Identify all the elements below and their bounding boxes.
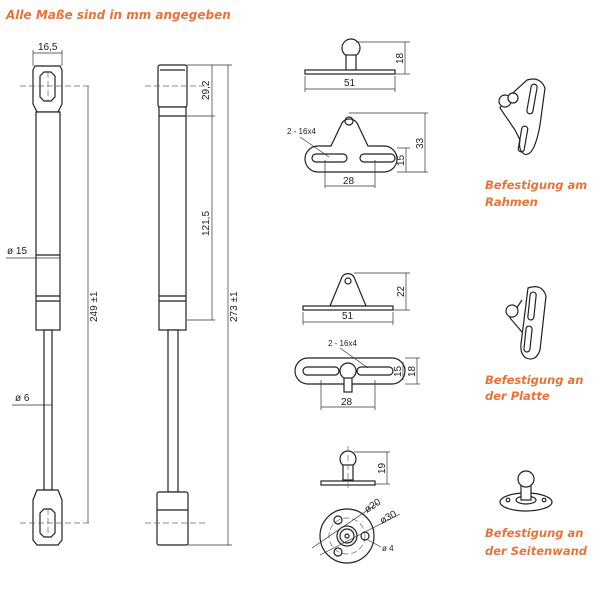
piston-rod [167,329,179,493]
dim-hole-diameter: ø 4 [382,544,394,553]
mount-frame-illustration [498,78,546,156]
dim-side-width: 51 [344,78,356,89]
mount-wall-drawing: 19 ø20 ø30 ø 4 Befestigung an der Seiten… [311,446,588,564]
dim-body-diameter: ø 15 [7,246,27,257]
dim-slot-label: 2 - 16x4 [287,127,316,136]
dim-height: 33 [415,137,426,149]
dim-height: 18 [407,365,418,377]
top-eye-fitting [32,65,63,113]
dim-length: 249 ±1 [89,291,100,322]
mount-frame-caption-1: Befestigung am [485,178,587,192]
dim-length: 273 ±1 [229,291,240,322]
dim-side-width: 51 [342,311,354,322]
dim-bolt-circle: ø20 [363,497,384,516]
dim-side-height: 18 [395,52,406,64]
bottom-cap [156,491,189,546]
mount-frame-caption-2: Rahmen [485,195,538,209]
mount-wall-caption-1: Befestigung an [485,526,583,540]
dim-slot-spacing: 28 [343,176,355,187]
dim-slot-label: 2 - 16x4 [328,339,357,348]
dim-slot-height: 15 [396,154,407,166]
mount-plate-caption-1: Befestigung an [485,373,583,387]
gas-spring-front-view: 16,5 ø 15 ø 6 249 ±1 [6,42,100,546]
page-title: Alle Maße sind in mm angegeben [5,8,231,22]
dim-slot-height: 15 [393,365,404,377]
dim-height: 19 [377,462,388,474]
gas-spring-side-view: 29,2 121,5 273 ±1 [145,64,240,546]
mount-frame-drawing: 51 18 2 - 16x4 33 15 28 Befestigung am R… [287,38,587,209]
dim-body-length: 121,5 [201,211,212,236]
cylinder-body [35,111,61,331]
cylinder-body [158,106,187,331]
dim-side-height: 22 [396,285,407,297]
dim-outer-diameter: ø30 [378,509,399,527]
dim-width: 16,5 [38,42,58,53]
mount-plate-drawing: 51 22 2 - 16x4 15 18 28 Befestigung an d… [294,272,583,410]
mount-plate-caption-2: der Platte [485,389,550,403]
dim-slot-spacing: 28 [341,397,353,408]
mount-wall-caption-2: der Seitenwand [485,544,588,558]
dim-rod-diameter: ø 6 [15,393,30,404]
dim-cap-height: 29,2 [201,80,212,100]
piston-rod [43,329,53,491]
mount-wall-illustration [499,470,553,512]
mount-plate-illustration [505,286,547,360]
